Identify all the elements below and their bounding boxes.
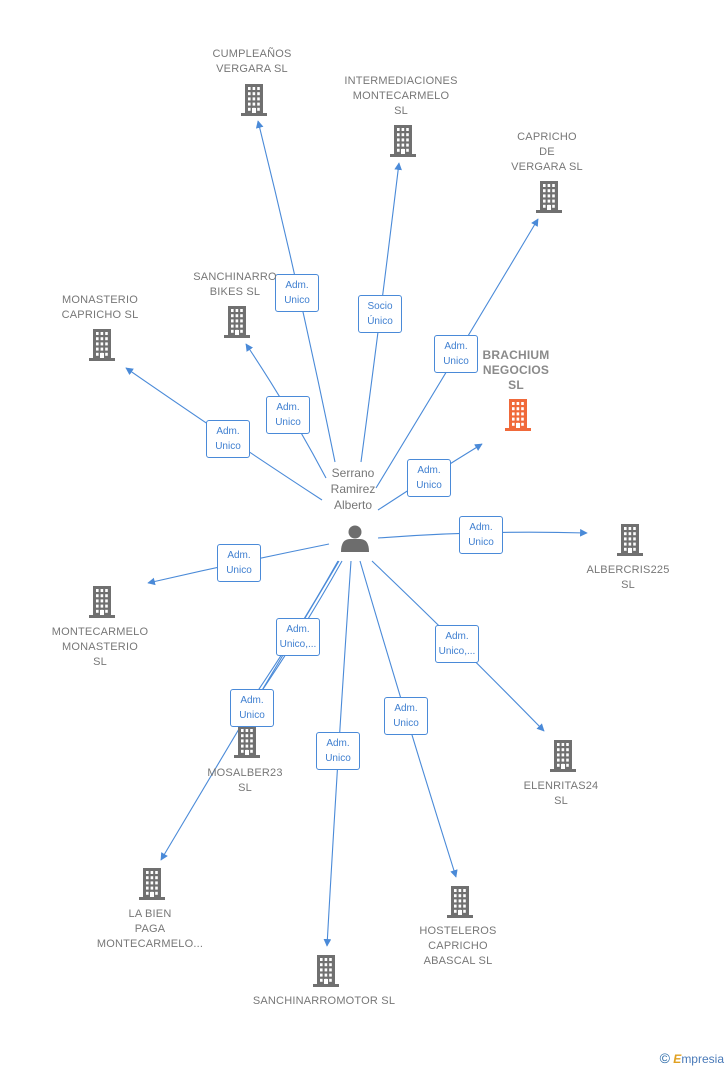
company-label-monasterio[interactable]: MONASTERIO CAPRICHO SL bbox=[61, 294, 139, 321]
building-icon bbox=[89, 586, 115, 618]
company-label-capricho_vergara[interactable]: CAPRICHO DE VERGARA SL bbox=[511, 131, 583, 173]
company-label-brachium[interactable]: BRACHIUM NEGOCIOS SL bbox=[482, 348, 550, 392]
copyright-symbol: © bbox=[659, 1050, 670, 1066]
edge-label-albercris[interactable]: Adm. Unico bbox=[459, 516, 503, 554]
building-icon bbox=[617, 524, 643, 556]
company-label-sanchinarromotor[interactable]: SANCHINARROMOTOR SL bbox=[252, 995, 396, 1007]
company-label-elenritas[interactable]: ELENRITAS24 SL bbox=[523, 780, 599, 807]
company-label-sanchinarro_bikes[interactable]: SANCHINARRO BIKES SL bbox=[193, 271, 277, 298]
edge-label-brachium[interactable]: Adm. Unico bbox=[407, 459, 451, 497]
building-icon bbox=[139, 868, 165, 900]
company-label-montecarmelo_monasterio[interactable]: MONTECARMELO MONASTERIO SL bbox=[51, 626, 149, 668]
company-label-hosteleros[interactable]: HOSTELEROS CAPRICHO ABASCAL SL bbox=[419, 925, 497, 967]
building-icon bbox=[313, 955, 339, 987]
edge-label-intermediaciones[interactable]: Socio Único bbox=[358, 295, 402, 333]
edge-label-mosalber[interactable]: Adm. Unico,... bbox=[276, 618, 320, 656]
building-icon bbox=[89, 329, 115, 361]
company-label-mosalber[interactable]: MOSALBER23 SL bbox=[207, 767, 283, 794]
empresia-watermark: © Empresia bbox=[660, 1050, 724, 1066]
building-icon bbox=[447, 886, 473, 918]
building-icon bbox=[536, 181, 562, 213]
brand-name: mpresia bbox=[681, 1052, 724, 1066]
building-icon bbox=[224, 306, 250, 338]
company-label-la_bien_paga[interactable]: LA BIEN PAGA MONTECARMELO... bbox=[96, 908, 204, 950]
building-icon bbox=[234, 726, 260, 758]
person-icon bbox=[341, 525, 369, 552]
edge-label-monasterio[interactable]: Adm. Unico bbox=[206, 420, 250, 458]
building-icon bbox=[550, 740, 576, 772]
person-name-label[interactable]: Serrano Ramirez Alberto bbox=[330, 466, 376, 512]
building-icon bbox=[390, 125, 416, 157]
edge-label-cumpleanos[interactable]: Adm. Unico bbox=[275, 274, 319, 312]
building-icon bbox=[241, 84, 267, 116]
edge-label-hosteleros[interactable]: Adm. Unico bbox=[384, 697, 428, 735]
edge-label-la_bien_paga[interactable]: Adm. Unico bbox=[230, 689, 274, 727]
edge-label-montecarmelo_monasterio[interactable]: Adm. Unico bbox=[217, 544, 261, 582]
company-label-cumpleanos[interactable]: CUMPLEAÑOS VERGARA SL bbox=[212, 48, 292, 75]
edge-label-elenritas[interactable]: Adm. Unico,... bbox=[435, 625, 479, 663]
edge-label-capricho_vergara[interactable]: Adm. Unico bbox=[434, 335, 478, 373]
building-icon bbox=[505, 399, 531, 431]
edge-label-sanchinarro_bikes[interactable]: Adm. Unico bbox=[266, 396, 310, 434]
company-label-albercris[interactable]: ALBERCRIS225 SL bbox=[586, 564, 670, 591]
edge-label-sanchinarromotor[interactable]: Adm. Unico bbox=[316, 732, 360, 770]
brand-initial: E bbox=[673, 1052, 682, 1066]
company-label-intermediaciones[interactable]: INTERMEDIACIONES MONTECARMELO SL bbox=[344, 75, 458, 117]
